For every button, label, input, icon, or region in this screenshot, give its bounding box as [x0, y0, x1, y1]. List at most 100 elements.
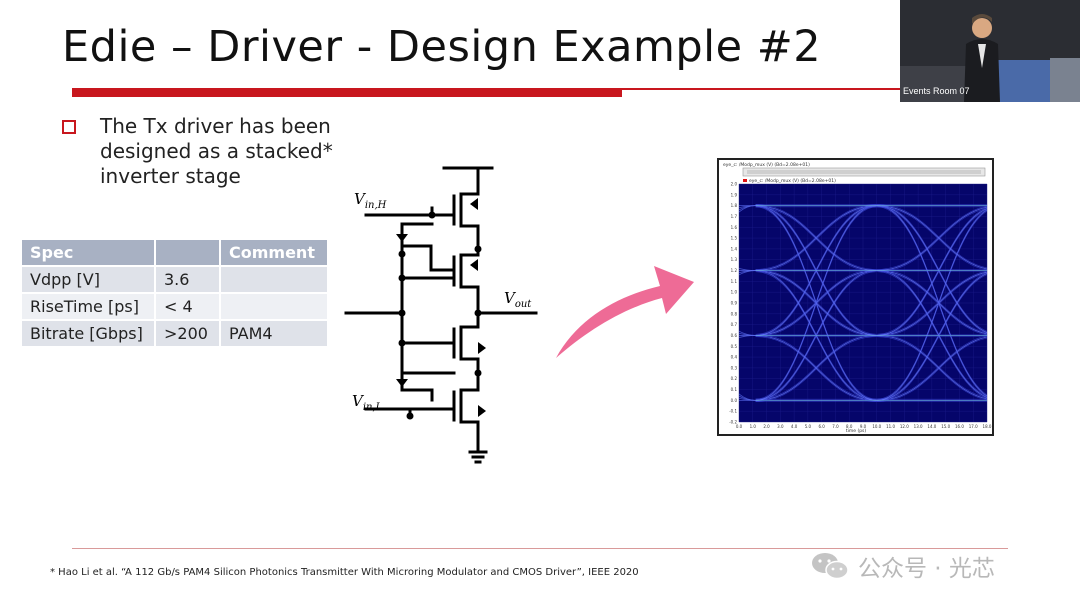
eye-trace: [755, 271, 877, 402]
footnote: * Hao Li et al. “A 112 Gb/s PAM4 Silicon…: [50, 567, 639, 578]
y-tick-label: 1.5: [731, 236, 738, 241]
y-tick-label: 1.8: [731, 203, 738, 208]
value-cell: < 4: [155, 292, 221, 320]
eye-trace: [755, 206, 877, 337]
eye-trace: [755, 205, 877, 401]
x-tick-label: 13.0: [914, 424, 923, 429]
webcam-label: Events Room 07: [903, 86, 970, 96]
x-tick-label: 5.0: [805, 424, 812, 429]
eye-trace: [876, 206, 987, 334]
value-cell: >200: [155, 319, 221, 346]
eye-trace: [876, 205, 987, 270]
wechat-icon: [812, 553, 849, 580]
y-tick-label: 1.9: [731, 192, 738, 197]
x-tick-label: 0.0: [736, 424, 743, 429]
table-row: Bitrate [Gbps] >200 PAM4: [22, 319, 329, 346]
eye-trace: [876, 204, 987, 269]
y-tick-label: 1.2: [731, 268, 738, 273]
eye-trace: [876, 205, 987, 397]
stacked-inverter-schematic: Vin,H Vin,L Vout: [344, 166, 538, 464]
vout-label: Vout: [504, 289, 532, 310]
x-tick-label: 18.0: [983, 424, 992, 429]
x-tick-label: 8.0: [846, 424, 853, 429]
x-tick-label: 17.0: [969, 424, 978, 429]
eye-scrollbar-thumb[interactable]: [747, 170, 981, 174]
eye-y-ticks: 2.0 1.9 1.8 1.7 1.6 1.5 1.4 1.3 1.2 1.1 1.0 0.9 0.8 0…: [729, 182, 737, 425]
y-tick-label: 0.2: [731, 376, 738, 381]
spec-cell: Vdpp [V]: [22, 265, 156, 293]
vin-h-label: Vin,H: [354, 190, 387, 211]
value-cell: 3.6: [155, 265, 221, 293]
y-tick-label: 2.0: [731, 182, 738, 187]
y-tick-label: 1.1: [731, 279, 738, 284]
bullet-square-icon: [62, 120, 76, 134]
y-tick-label: 0.0: [731, 398, 738, 403]
header-comment: Comment: [220, 240, 329, 266]
comment-cell: [220, 265, 329, 293]
x-tick-label: 15.0: [941, 424, 950, 429]
x-tick-label: 14.0: [927, 424, 936, 429]
eye-trace: [755, 335, 877, 401]
eye-trace: [755, 269, 877, 400]
y-tick-label: 0.5: [731, 344, 738, 349]
eye-trace: [876, 269, 987, 397]
x-tick-label: 2.0: [763, 424, 770, 429]
comment-cell: [220, 292, 329, 320]
slide-title: Edie – Driver - Design Example #2: [62, 22, 822, 72]
y-tick-label: 1.4: [731, 246, 738, 251]
watermark-text: 公众号 · 光芯: [858, 556, 995, 582]
y-tick-label: 0.8: [731, 311, 738, 316]
x-tick-label: 6.0: [818, 424, 825, 429]
table-row: RiseTime [ps] < 4: [22, 292, 329, 320]
spec-cell: Bitrate [Gbps]: [22, 319, 156, 346]
legend-swatch: [743, 179, 747, 182]
y-tick-label: 0.3: [731, 365, 738, 370]
y-tick-label: 0.4: [731, 355, 738, 360]
eye-diagram: eye_c: /Modp_mux (V) (Bd=2.08e+01) eye_c…: [717, 158, 994, 436]
y-tick-label: 1.7: [731, 214, 738, 219]
eye-x-label: time (ps): [846, 428, 867, 434]
x-tick-label: 7.0: [832, 424, 839, 429]
y-tick-label: 0.1: [731, 387, 738, 392]
eye-diagram-plot: eye_c: /Modp_mux (V) (Bd=2.08e+01) eye_c…: [723, 162, 992, 434]
speaker-video: [900, 0, 1080, 102]
eye-trace: [876, 204, 987, 332]
eye-trace: [876, 335, 987, 400]
y-tick-label: 0.6: [731, 333, 738, 338]
eye-trace: [876, 206, 987, 398]
eye-trace: [876, 336, 987, 401]
bullet-text: The Tx driver has been designed as a sta…: [100, 114, 333, 188]
spec-table-header: Spec Comment: [22, 240, 329, 266]
webcam-overlay: Events Room 07: [900, 0, 1080, 102]
title-underline-thin: [622, 88, 902, 90]
y-tick-label: 0.9: [731, 301, 738, 306]
spec-table: Spec Comment Vdpp [V] 3.6 RiseTime [ps] …: [22, 240, 329, 346]
y-tick-label: -0.2: [729, 420, 737, 425]
header-value: [155, 240, 221, 266]
eye-trace: [876, 271, 987, 399]
comment-cell: PAM4: [220, 319, 329, 346]
eye-traces: [739, 204, 987, 402]
y-tick-label: 1.6: [731, 225, 738, 230]
y-tick-label: -0.1: [729, 409, 737, 414]
curved-arrow-icon: [556, 266, 694, 358]
eye-header: eye_c: /Modp_mux (V) (Bd=2.08e+01): [723, 162, 810, 168]
eye-trace: [755, 206, 877, 402]
eye-legend: eye_c: /Modp_mux (V) (Bd=2.08e+01): [749, 178, 836, 184]
y-tick-label: 1.0: [731, 290, 738, 295]
eye-trace: [755, 206, 877, 273]
x-tick-label: 16.0: [955, 424, 964, 429]
x-tick-label: 4.0: [791, 424, 798, 429]
x-tick-label: 10.0: [872, 424, 881, 429]
spec-cell: RiseTime [ps]: [22, 292, 156, 320]
eye-trace: [755, 204, 877, 335]
y-tick-label: 1.3: [731, 257, 738, 262]
x-tick-label: 1.0: [750, 424, 757, 429]
x-tick-label: 11.0: [886, 424, 895, 429]
header-spec: Spec: [22, 240, 156, 266]
x-tick-label: 12.0: [900, 424, 909, 429]
eye-trace: [876, 206, 987, 271]
eye-trace: [755, 204, 877, 270]
